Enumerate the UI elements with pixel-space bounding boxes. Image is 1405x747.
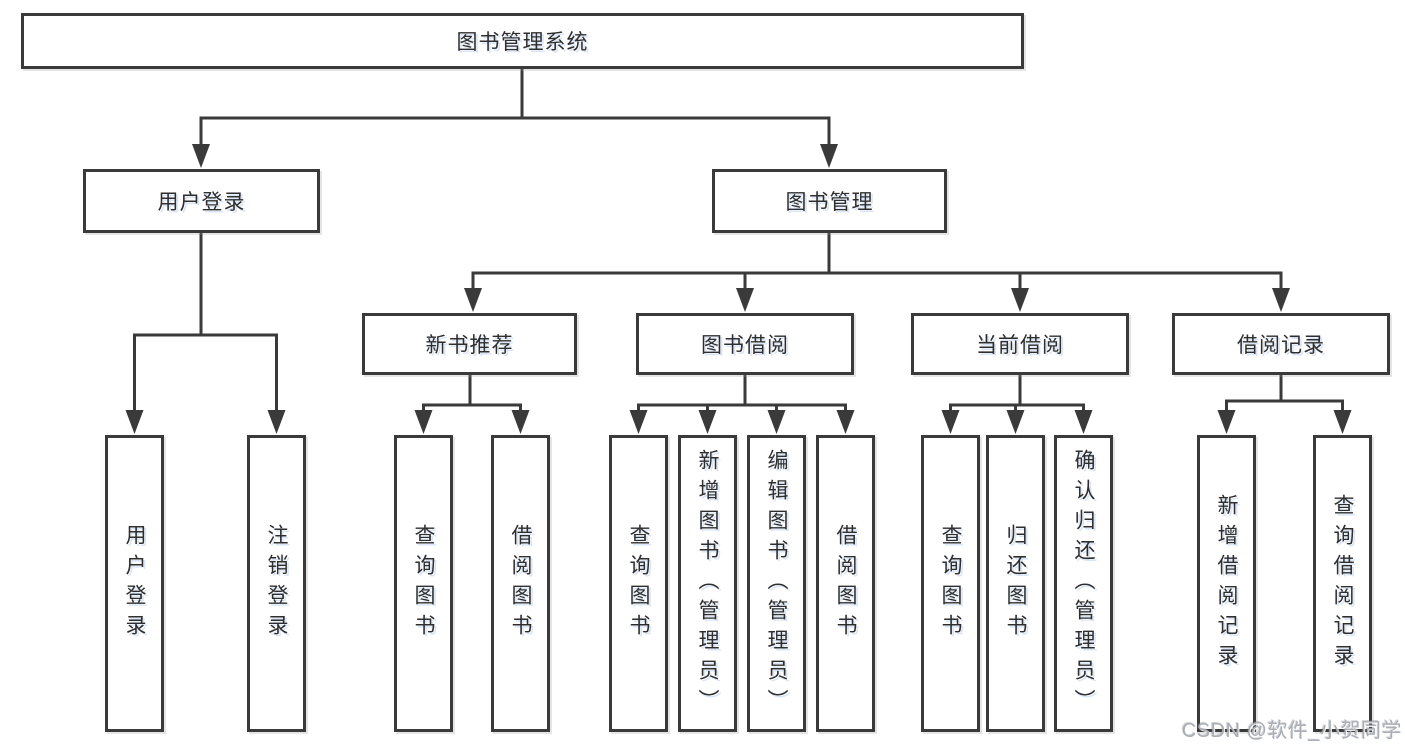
leaf-user-login: 用户登录 — [105, 435, 164, 732]
leaf-records-query-record: 查询借阅记录 — [1313, 435, 1372, 732]
leaf-current-return-books: 归还图书 — [986, 435, 1045, 732]
node-new-book-recommend: 新书推荐 — [362, 313, 577, 375]
node-book-borrowing: 图书借阅 — [636, 313, 854, 375]
node-book-management: 图书管理 — [712, 169, 947, 233]
leaf-records-add-record: 新增借阅记录 — [1197, 435, 1256, 732]
leaf-borrowing-edit-books-admin: 编辑图书（管理员） — [747, 435, 806, 732]
node-borrowing-records: 借阅记录 — [1172, 313, 1390, 375]
leaf-newbooks-query-books: 查询图书 — [394, 435, 453, 732]
leaf-borrowing-borrow-books: 借阅图书 — [816, 435, 875, 732]
arrowheads — [125, 144, 1352, 434]
leaf-borrowing-query-books: 查询图书 — [609, 435, 668, 732]
leaf-logout: 注销登录 — [247, 435, 306, 732]
leaf-newbooks-borrow-books: 借阅图书 — [491, 435, 550, 732]
node-root-system: 图书管理系统 — [21, 13, 1024, 69]
watermark: CSDN @软件_小贺同学 — [1181, 720, 1402, 742]
node-user-login: 用户登录 — [83, 169, 320, 233]
leaf-current-query-books: 查询图书 — [921, 435, 980, 732]
leaf-current-confirm-return-admin: 确认归还（管理员） — [1054, 435, 1113, 732]
node-current-borrowing: 当前借阅 — [911, 313, 1129, 375]
leaf-borrowing-add-books-admin: 新增图书（管理员） — [678, 435, 737, 732]
